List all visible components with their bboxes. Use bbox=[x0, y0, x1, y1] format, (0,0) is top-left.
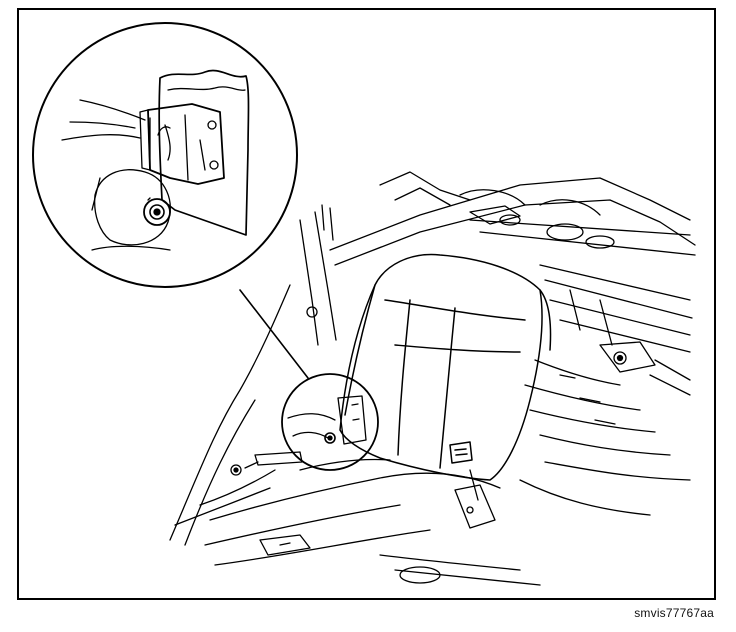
location-circle bbox=[281, 373, 379, 471]
figure-reference-code: smvis77767aa bbox=[634, 606, 714, 620]
seat-hinge-bracket bbox=[139, 103, 225, 185]
detail-circle bbox=[32, 22, 298, 288]
vehicle-floor-pan bbox=[169, 171, 696, 586]
detail-leader-line bbox=[239, 289, 309, 379]
rear-seat-back bbox=[339, 253, 552, 481]
bolt-icon bbox=[143, 197, 171, 226]
